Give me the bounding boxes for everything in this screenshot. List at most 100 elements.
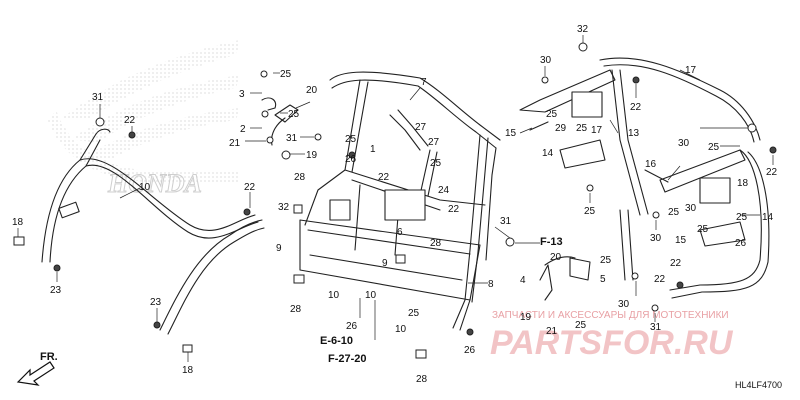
callout-30: 30: [618, 299, 630, 310]
callout-21: 21: [546, 326, 558, 337]
callout-2: 2: [240, 124, 246, 135]
callout-23: 23: [150, 297, 162, 308]
ref-f-27-20: F-27-20: [328, 353, 367, 365]
callout-30: 30: [678, 138, 690, 149]
callout-30: 31: [650, 322, 662, 333]
callout-16: 17: [685, 65, 697, 76]
callout-13: 14: [762, 212, 774, 223]
callout-30: 30: [540, 55, 552, 66]
callout-10: 10: [365, 290, 377, 301]
callout-23: 23: [50, 285, 62, 296]
callout-26: 26: [345, 154, 357, 165]
bolt-19: [281, 150, 291, 160]
callout-28: 28: [416, 374, 428, 385]
nut-22-right: [769, 146, 777, 154]
callout-32: 32: [577, 24, 589, 35]
callout-25: 25: [280, 69, 292, 80]
callout-22: 22: [124, 115, 136, 126]
bolt-25-b: [261, 110, 269, 118]
callout-15: 16: [645, 159, 657, 170]
bolt-30-top: [541, 76, 549, 84]
nut-23-left: [53, 264, 61, 272]
callout-25: 25: [697, 224, 709, 235]
callout-31: 31: [286, 133, 298, 144]
callout-5: 5: [600, 274, 606, 285]
honda-logo-text: HONDA: [107, 169, 202, 198]
callout-20: 20: [306, 85, 318, 96]
right-cage-tubes: [519, 57, 770, 299]
nut-22-low: [676, 281, 684, 289]
callout-3: 3: [239, 89, 245, 100]
callout-7: 7: [421, 77, 427, 88]
callout-25: 25: [408, 308, 420, 319]
diagram-code: HL4LF4700: [735, 380, 782, 390]
bolt-18-bottom: [182, 344, 193, 353]
callout-22: 22: [448, 204, 460, 215]
callout-27: 27: [428, 137, 440, 148]
callout-26: 26: [464, 345, 476, 356]
honda-wing-logo: HONDA: [48, 40, 240, 199]
callout-30: 30: [650, 233, 662, 244]
bolt-30-low: [631, 272, 639, 280]
callout-21: 21: [229, 138, 241, 149]
callout-22: 22: [766, 167, 778, 178]
callout-22: 22: [630, 102, 642, 113]
callout-8: 8: [488, 279, 494, 290]
callout-25: 25: [736, 212, 748, 223]
callout-22: 22: [654, 274, 666, 285]
callout-14: 15: [675, 235, 687, 246]
callout-25: 25: [546, 109, 558, 120]
nut-22-left: [128, 131, 136, 139]
callout-31: 31: [500, 216, 512, 227]
callout-12: 13: [628, 128, 640, 139]
nut-22-mid: [243, 208, 251, 216]
callout-22: 22: [244, 182, 256, 193]
nut-26-b: [466, 328, 474, 336]
callout-27: 27: [415, 122, 427, 133]
callout-labels: 31 22 10 18 23 23 18 22 25 3 25 2 21 19 …: [12, 24, 778, 385]
callout-17: 17: [591, 125, 603, 136]
callout-28: 28: [290, 304, 302, 315]
nut-23-bottom: [153, 321, 161, 329]
callout-4: 4: [520, 275, 526, 286]
callout-17: 18: [737, 178, 749, 189]
callout-10: 10: [328, 290, 340, 301]
front-bumper-tube: [41, 128, 265, 335]
bolt-28-b: [293, 204, 303, 214]
callout-20: 20: [550, 252, 562, 263]
bolt-30-mid: [652, 211, 660, 219]
callout-22: 22: [378, 172, 390, 183]
bolt-32-top: [578, 42, 588, 52]
callout-15: 15: [505, 128, 517, 139]
callout-19: 19: [306, 150, 318, 161]
callout-25: 25: [576, 123, 588, 134]
callout-24: 24: [438, 185, 450, 196]
callout-29: 29: [555, 123, 567, 134]
ref-e-6-10: E-6-10: [320, 335, 353, 347]
bolt-31-left: [95, 117, 105, 127]
callout-22: 22: [670, 258, 682, 269]
callout-25: 25: [584, 206, 596, 217]
callout-25: 25: [288, 109, 300, 120]
ref-f-13: F-13: [540, 236, 563, 248]
callout-31: 31: [92, 92, 104, 103]
callout-25: 25: [600, 255, 612, 266]
callout-11: 10: [139, 182, 151, 193]
bolt-28-a: [293, 274, 305, 284]
front-arrow-label: FR.: [40, 351, 58, 363]
bolt-25-top: [260, 70, 268, 78]
callout-18: 18: [12, 217, 24, 228]
bolt-28-c: [395, 254, 406, 264]
bolt-32-right: [747, 123, 757, 133]
bolt-28-d: [415, 349, 427, 359]
roll-cage-frame: [299, 71, 501, 331]
callout-19: 19: [520, 312, 532, 323]
fasteners: [13, 42, 777, 359]
bracket-parts: [261, 97, 591, 301]
callout-26: 26: [735, 238, 747, 249]
callout-28: 28: [430, 238, 442, 249]
bolt-21: [266, 136, 274, 144]
callout-10: 10: [395, 324, 407, 335]
